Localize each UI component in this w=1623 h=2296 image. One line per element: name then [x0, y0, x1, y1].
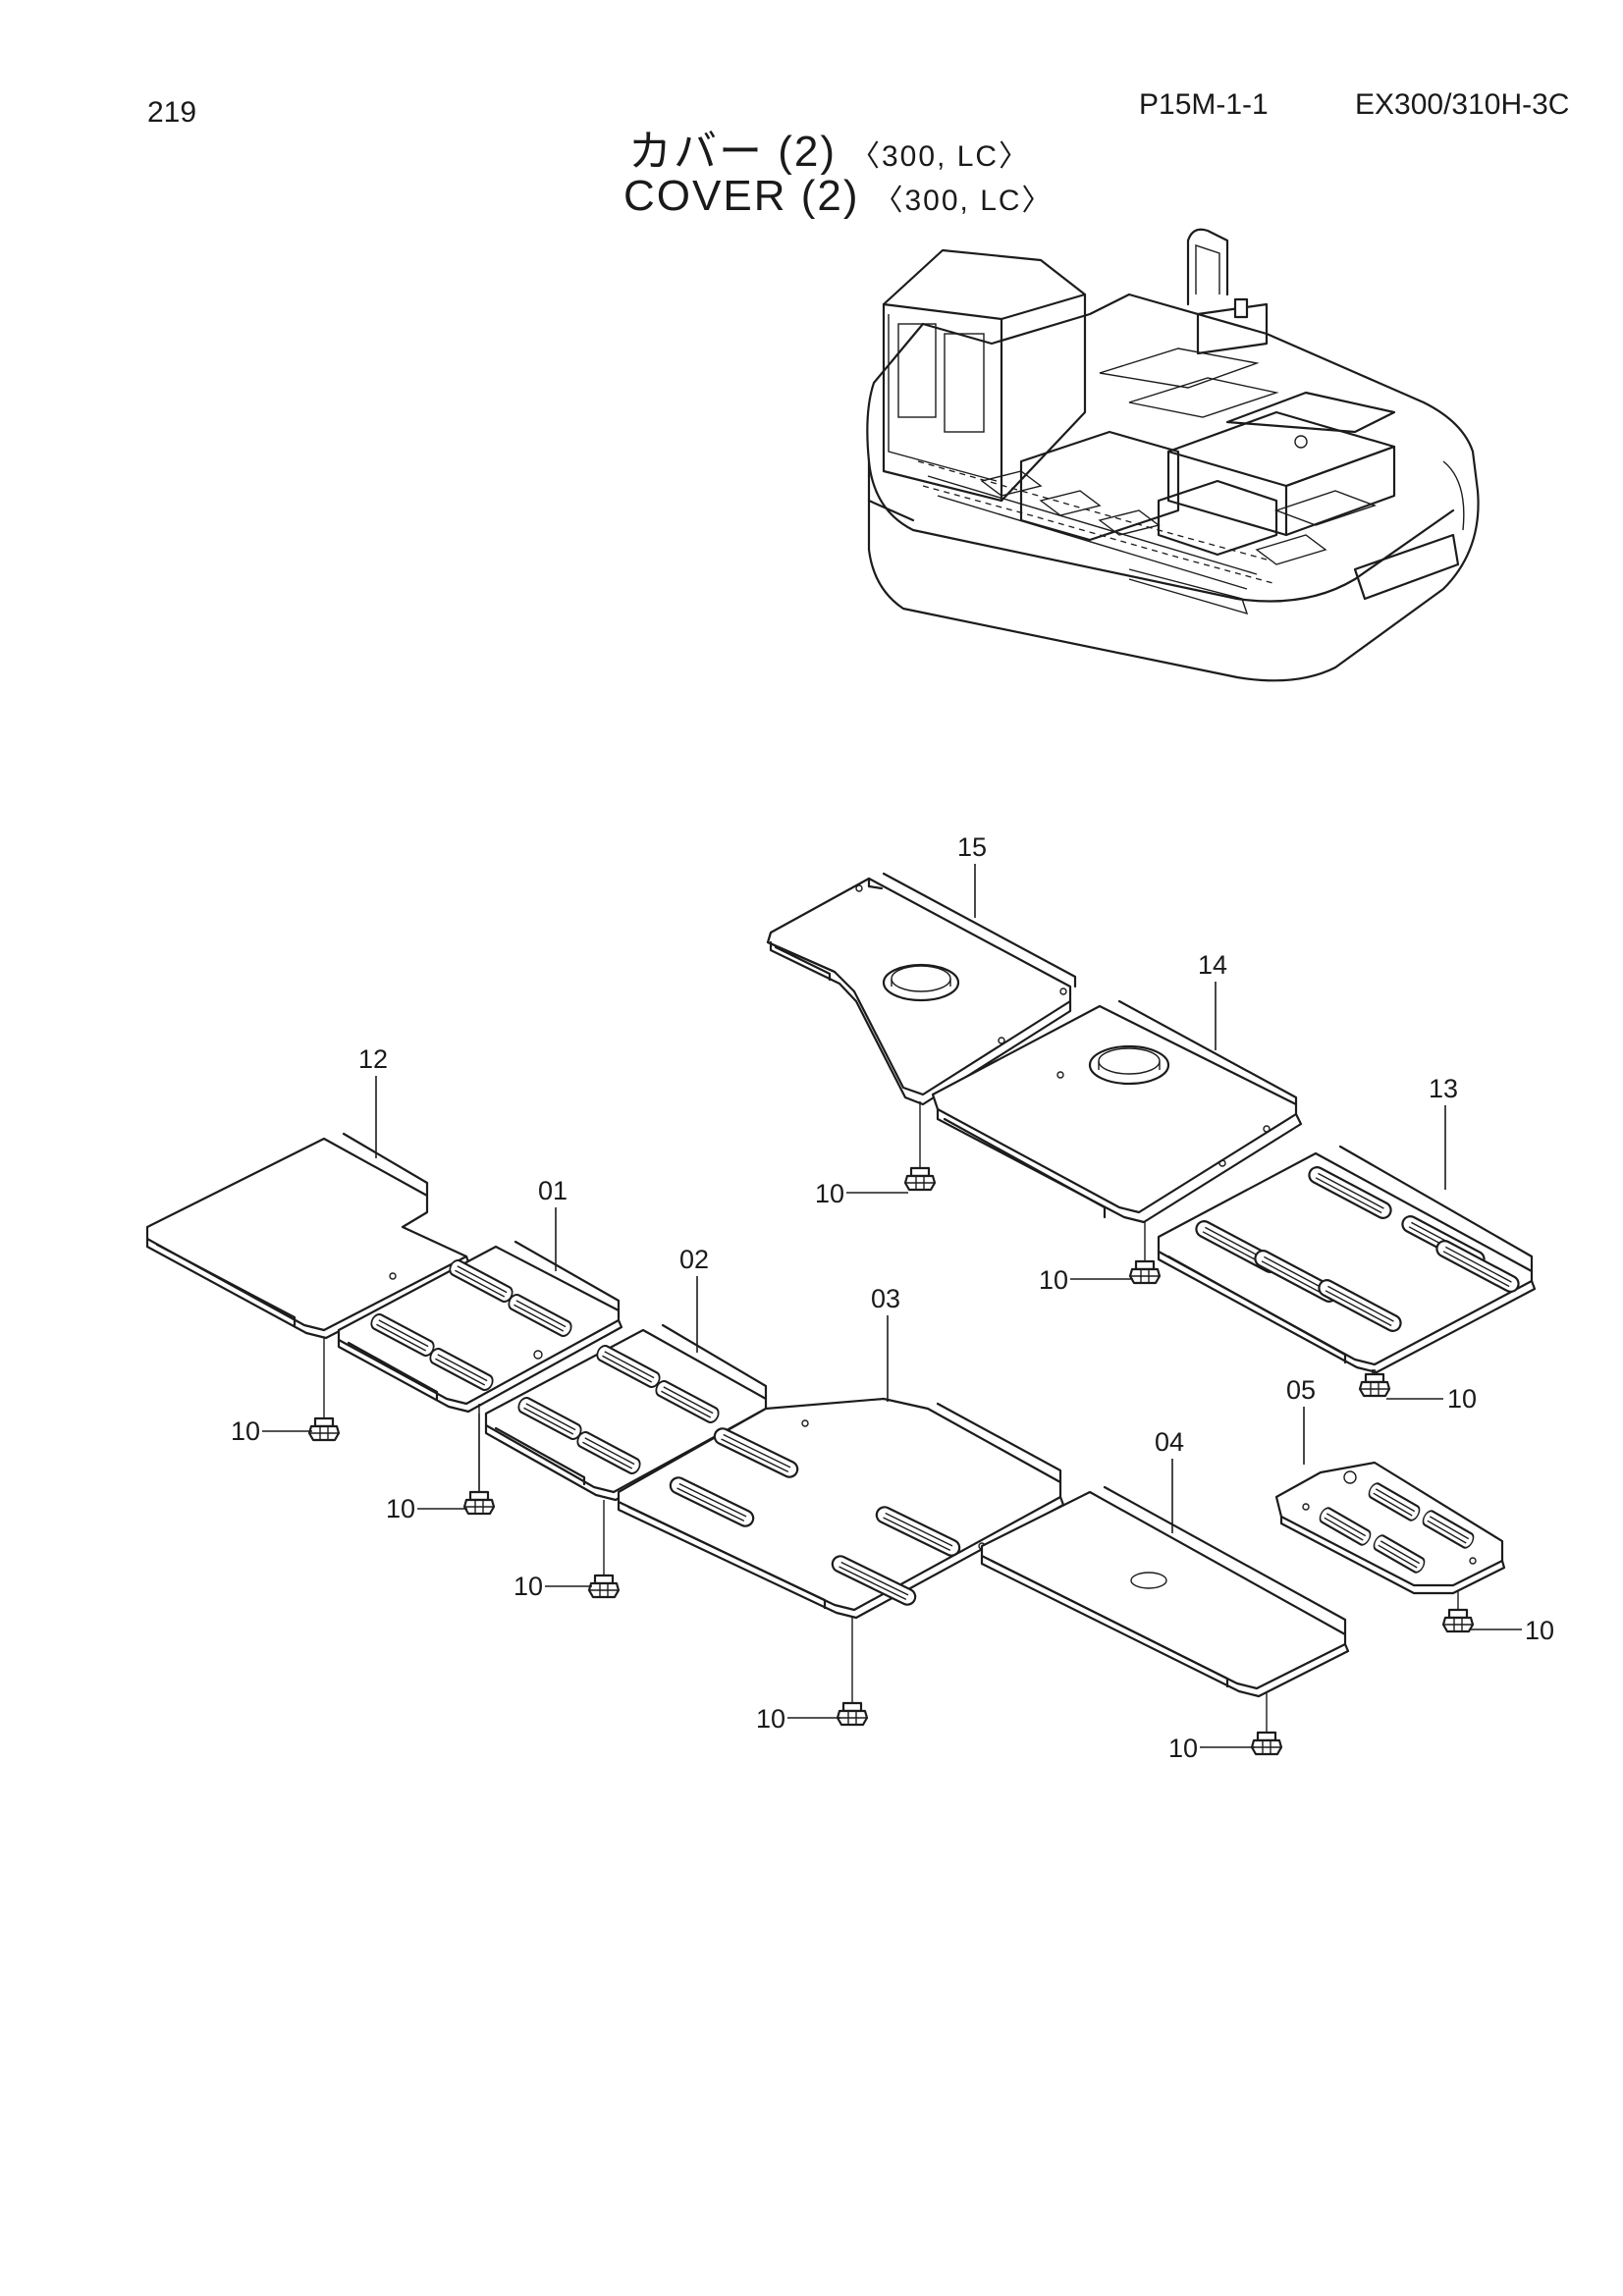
title-japanese-variant: 〈300, LC〉: [850, 140, 1031, 173]
callout-13: 13: [1429, 1074, 1458, 1103]
callout-10: 10: [1525, 1616, 1554, 1645]
title-english-variant: 〈300, LC〉: [873, 185, 1054, 217]
part-01-cover-plate: [337, 1240, 623, 1414]
bolt-icon: [1441, 1608, 1475, 1633]
callout-14: 14: [1198, 950, 1227, 980]
callout-10: 10: [1168, 1734, 1198, 1763]
part-14-cover-plate: [931, 999, 1303, 1285]
model-code: EX300/310H-3C: [1355, 88, 1570, 121]
callout-10: 10: [815, 1179, 844, 1208]
title-japanese-text: カバー (2): [628, 128, 837, 176]
bolt-icon: [1358, 1372, 1391, 1398]
callout-04: 04: [1155, 1427, 1184, 1457]
title-japanese: カバー (2) 〈300, LC〉: [628, 116, 1030, 179]
callout-02: 02: [679, 1245, 709, 1274]
overview-machine-illustration: [866, 228, 1480, 682]
callout-labels: 15 14 13 12 01 02 03 04 05 10 10 10 10 1…: [231, 832, 1554, 1763]
part-15-cover-plate: [766, 872, 1077, 1192]
callout-03: 03: [871, 1284, 900, 1313]
callout-10: 10: [386, 1494, 415, 1523]
bolt-icon: [587, 1574, 621, 1599]
bolt-icon: [1128, 1259, 1162, 1285]
callout-15: 15: [957, 832, 987, 862]
part-03-cover-plate: [478, 1397, 1065, 1620]
part-04-cover-plate: [836, 1485, 1350, 1756]
bolt-icon: [462, 1490, 496, 1516]
callout-10: 10: [231, 1416, 260, 1446]
bolt-icon: [836, 1701, 869, 1727]
callout-10: 10: [756, 1704, 785, 1734]
part-05-cover-plate: [1274, 1461, 1506, 1633]
title-english-text: COVER (2): [623, 172, 860, 220]
callout-05: 05: [1286, 1375, 1316, 1405]
fastener-group: [462, 1369, 1391, 1516]
bolt-icon: [1250, 1731, 1283, 1756]
bolt-icon: [903, 1166, 937, 1192]
callout-10: 10: [1447, 1384, 1477, 1414]
callout-10: 10: [514, 1572, 543, 1601]
plate-code: P15M-1-1: [1139, 88, 1269, 121]
page-number: 219: [147, 96, 197, 129]
callout-12: 12: [358, 1044, 388, 1074]
bolt-icon: [307, 1416, 341, 1442]
callout-01: 01: [538, 1176, 568, 1205]
part-13-cover-plate: [1157, 1145, 1537, 1385]
title-english: COVER (2) 〈300, LC〉: [623, 172, 1054, 221]
callout-10: 10: [1039, 1265, 1068, 1295]
